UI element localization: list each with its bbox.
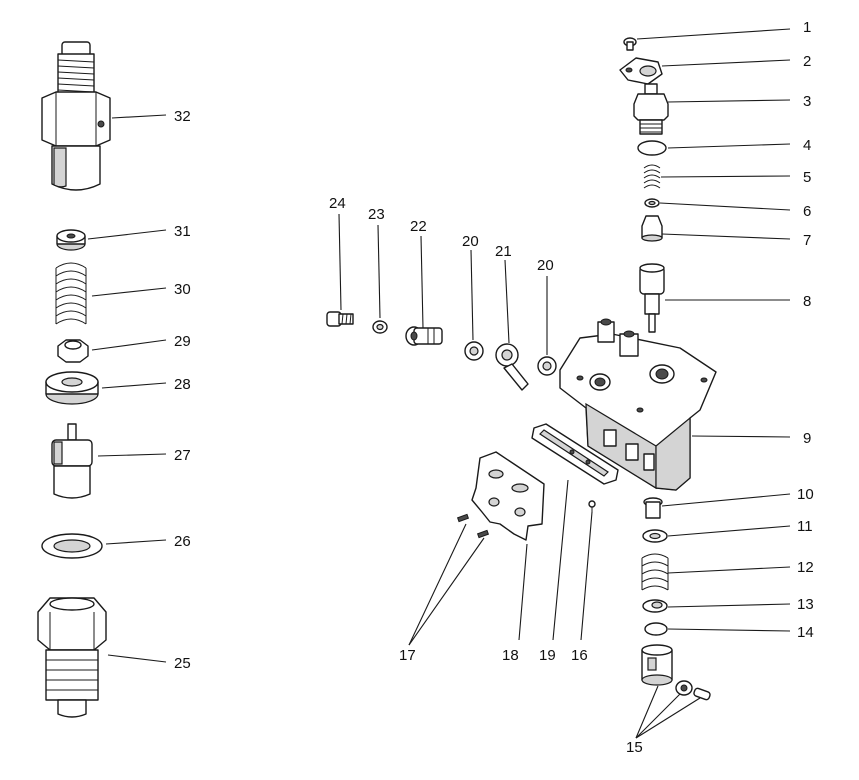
- callout-21: 21: [495, 243, 512, 260]
- part-27-nozzle: [51, 423, 93, 499]
- callout-11: 11: [797, 518, 813, 535]
- callout-13: 13: [797, 596, 814, 613]
- callout-16: 16: [571, 647, 588, 664]
- callout-20b: 20: [537, 257, 554, 274]
- part-31-spacer: [56, 229, 86, 251]
- part-23-washer: [372, 320, 388, 334]
- callout-27: 27: [174, 447, 191, 464]
- part-20-washer-right: [537, 356, 557, 376]
- callout-1: 1: [803, 19, 811, 36]
- callout-25: 25: [174, 655, 191, 672]
- callout-2: 2: [803, 53, 811, 70]
- callout-3: 3: [803, 93, 811, 110]
- callout-18: 18: [502, 647, 519, 664]
- part-5-spring: [643, 164, 661, 189]
- part-22-banjo-bolt: [405, 326, 443, 346]
- callout-9: 9: [803, 430, 811, 447]
- part-10-tappet-guide: [643, 497, 663, 519]
- part-4-o-ring: [637, 140, 667, 156]
- part-25-cap-nut: [37, 597, 107, 718]
- part-9-pump-housing: [559, 318, 717, 491]
- callout-20a: 20: [462, 233, 479, 250]
- part-8-plunger-barrel: [639, 263, 665, 333]
- callout-29: 29: [174, 333, 191, 350]
- part-28-seat: [45, 371, 99, 405]
- part-1-screw: [623, 37, 637, 51]
- callout-15: 15: [626, 739, 643, 756]
- part-19-control-rack: [531, 423, 619, 485]
- callout-6: 6: [803, 203, 811, 220]
- callout-31: 31: [174, 223, 191, 240]
- part-3-valve-holder: [633, 83, 669, 135]
- callout-19: 19: [539, 647, 556, 664]
- part-26-washer: [41, 533, 103, 559]
- left-leader-lines: [87, 114, 167, 663]
- callout-23: 23: [368, 206, 385, 223]
- part-7-delivery-valve: [641, 215, 663, 242]
- part-12-spring: [641, 553, 669, 591]
- callout-28: 28: [174, 376, 191, 393]
- part-24-bolt: [326, 311, 354, 327]
- part-6-washer: [644, 198, 660, 208]
- callout-12: 12: [797, 559, 814, 576]
- middle-leader-lines: [338, 213, 548, 355]
- callout-17: 17: [399, 647, 416, 664]
- part-18-cover-plate: [471, 451, 545, 541]
- part-21-banjo-fitting: [495, 343, 529, 391]
- part-20-washer-left: [464, 341, 484, 361]
- part-32-nozzle-holder: [41, 41, 111, 191]
- callout-8: 8: [803, 293, 811, 310]
- part-29-shim: [57, 339, 89, 363]
- callout-26: 26: [174, 533, 191, 550]
- part-15-tappet-assembly: [641, 644, 711, 701]
- callout-32: 32: [174, 108, 191, 125]
- part-17-screws: [456, 513, 490, 539]
- part-30-spring: [55, 262, 87, 325]
- part-2-lock-plate: [619, 57, 663, 85]
- part-14-shim: [644, 622, 668, 636]
- callout-7: 7: [803, 232, 811, 249]
- part-16-pin: [588, 500, 596, 512]
- lower-middle-leader-lines: [408, 479, 593, 646]
- callout-10: 10: [797, 486, 814, 503]
- callout-30: 30: [174, 281, 191, 298]
- callout-5: 5: [803, 169, 811, 186]
- callout-4: 4: [803, 137, 811, 154]
- part-13-lower-seat: [642, 599, 668, 613]
- callout-22: 22: [410, 218, 427, 235]
- part-11-spring-seat: [642, 529, 668, 543]
- callout-14: 14: [797, 624, 814, 641]
- right-leader-lines: [635, 28, 791, 739]
- callout-24: 24: [329, 195, 346, 212]
